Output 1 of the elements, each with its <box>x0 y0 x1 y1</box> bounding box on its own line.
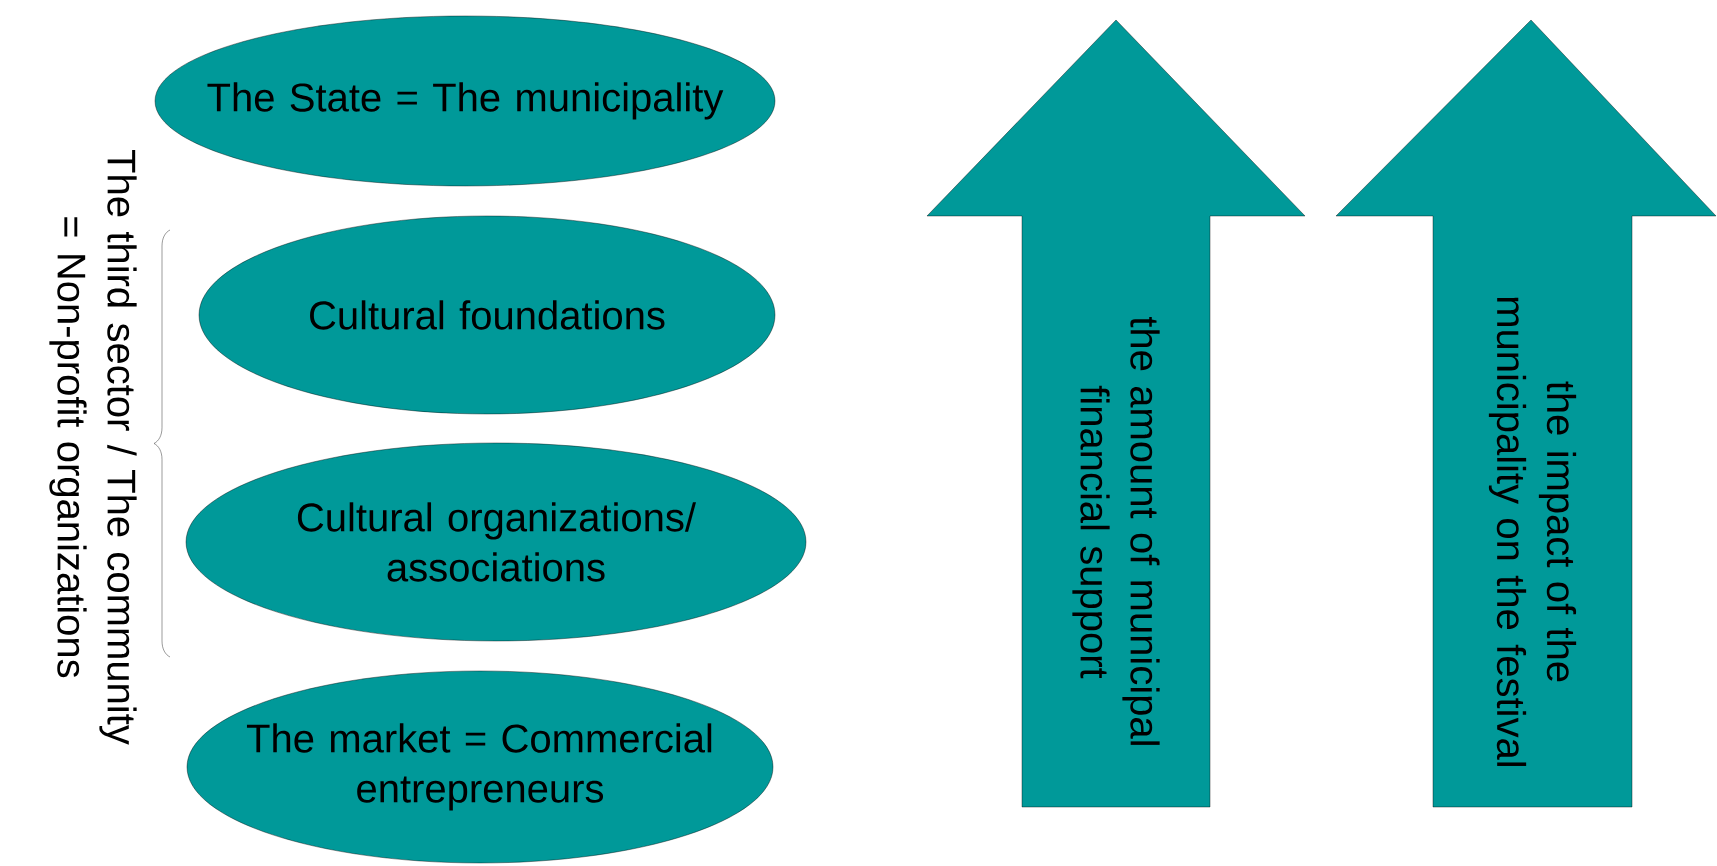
side-label: The third sector / The community = Non-profit organizations <box>49 150 137 745</box>
